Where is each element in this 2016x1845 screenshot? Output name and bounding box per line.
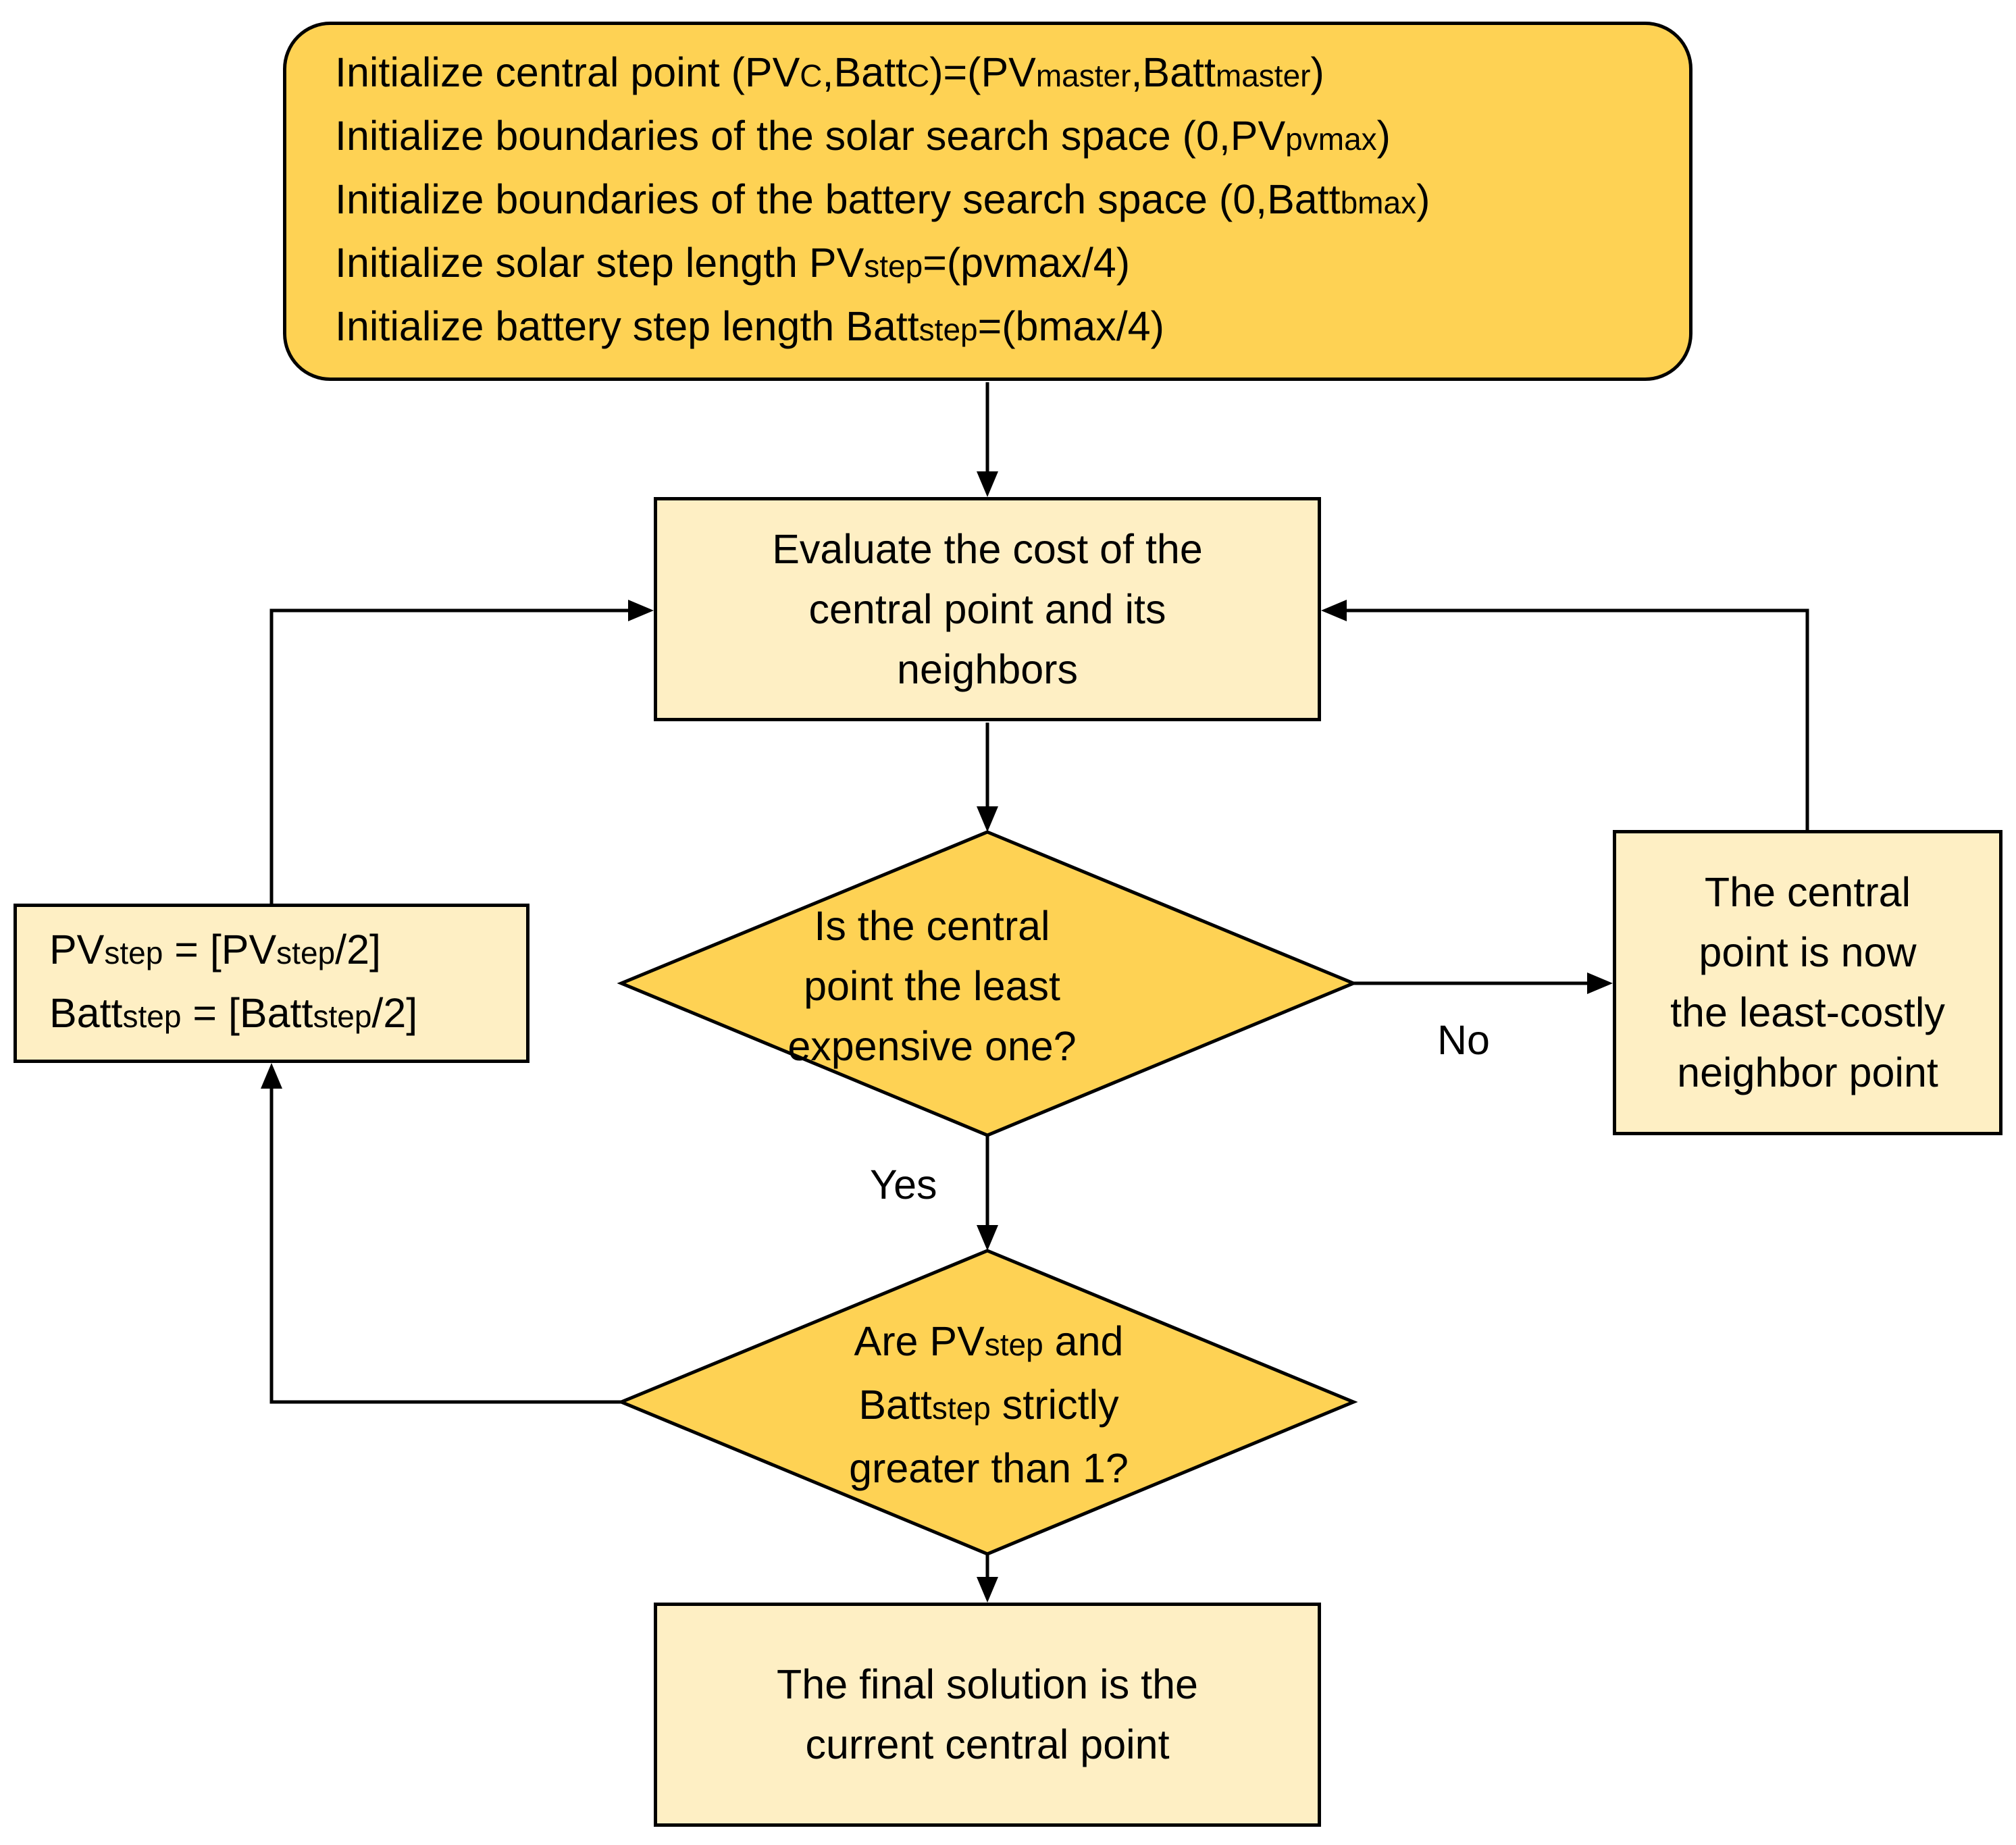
subscript-text: step — [313, 999, 372, 1034]
text-run: the least-costly — [1670, 989, 1945, 1035]
text-run: /2] — [335, 927, 381, 972]
evaluate-cost-box: Evaluate the cost of the central point an… — [654, 497, 1321, 721]
text-line: expensive one? — [787, 1016, 1076, 1076]
text-run: = [PV — [163, 927, 277, 972]
text-run: PV — [49, 927, 105, 972]
subscript-text: C — [906, 58, 930, 93]
arrow-update-to-evaluate — [1345, 608, 1809, 830]
text-line: neighbors — [897, 640, 1078, 700]
edge-label-yes: Yes — [870, 1162, 937, 1207]
decision-least-expensive-label: Is the central point the least expensive o… — [743, 871, 1216, 1101]
text-run: and — [1043, 1318, 1124, 1364]
text-run: greater than 1? — [849, 1445, 1129, 1491]
text-line: Initialize battery step length Battstep=… — [335, 296, 1164, 360]
text-run: current central point — [805, 1721, 1170, 1767]
text-run: ) — [1310, 49, 1324, 95]
subscript-text: step — [919, 312, 978, 347]
text-line: Initialize boundaries of the battery sea… — [335, 170, 1430, 233]
text-line: current central point — [805, 1715, 1169, 1775]
text-run: Initialize boundaries of the solar searc… — [335, 113, 1286, 159]
initialization-box: Initialize central point (PVC,BattC)=(PV… — [283, 22, 1692, 381]
subscript-text: pvmax — [1285, 122, 1377, 157]
subscript-text: step — [984, 1326, 1043, 1362]
arrowhead-right-update — [1587, 972, 1613, 994]
subscript-text: step — [104, 935, 163, 970]
text-run: neighbor point — [1677, 1049, 1938, 1095]
edge-label-no: No — [1437, 1017, 1490, 1063]
text-line: The central — [1705, 862, 1911, 922]
text-run: Initialize central point (PV — [335, 49, 800, 95]
subscript-text: C — [800, 58, 823, 93]
arrowhead-up-halve — [261, 1063, 282, 1089]
text-run: expensive one? — [787, 1022, 1077, 1069]
arrowhead-down-decision — [977, 806, 998, 832]
text-run: Is the central — [814, 902, 1050, 949]
arrow-halve-to-evaluate — [269, 608, 629, 904]
text-line: Evaluate the cost of the — [772, 519, 1203, 579]
text-run: Batt — [49, 990, 123, 1036]
subscript-text: step — [122, 999, 182, 1034]
text-run: Evaluate the cost of the — [772, 525, 1203, 572]
text-run: ) — [1376, 113, 1391, 159]
text-line: point is now — [1699, 922, 1916, 983]
subscript-text: bmax — [1340, 185, 1417, 220]
text-line: Battstep = [Battstep/2] — [49, 983, 417, 1047]
text-line: Initialize central point (PVC,BattC)=(PV… — [335, 43, 1324, 106]
arrowhead-right-evaluate-left — [628, 600, 654, 621]
text-run: =(bmax/4) — [977, 303, 1164, 349]
arrowhead-down-final — [977, 1577, 998, 1603]
text-run: The final solution is the — [777, 1661, 1198, 1707]
text-line: greater than 1? — [849, 1438, 1129, 1499]
text-line: PVstep = [PVstep/2] — [49, 920, 381, 983]
update-central-point-box: The central point is now the least-costly n… — [1613, 830, 2002, 1135]
text-run: neighbors — [897, 646, 1078, 692]
arrow-step-to-halve — [269, 1087, 621, 1404]
text-run: ) — [1416, 176, 1430, 222]
subscript-text: master — [1035, 58, 1131, 93]
text-run: Initialize boundaries of the battery sea… — [335, 176, 1341, 222]
text-run: Are PV — [854, 1318, 985, 1364]
text-line: neighbor point — [1677, 1043, 1938, 1103]
text-run: ,Batt — [1131, 49, 1216, 95]
halve-step-lengths-box: PVstep = [PVstep/2]Battstep = [Battstep/… — [14, 904, 529, 1063]
text-run: Initialize battery step length Batt — [335, 303, 919, 349]
text-run: )=(PV — [929, 49, 1036, 95]
text-run: central point and its — [808, 586, 1166, 632]
subscript-text: step — [864, 249, 923, 284]
arrowhead-down-evaluate — [977, 471, 998, 497]
text-line: Initialize boundaries of the solar searc… — [335, 106, 1391, 170]
arrowhead-down-step-decision — [977, 1225, 998, 1251]
text-run: Initialize solar step length PV — [335, 240, 864, 286]
text-line: central point and its — [809, 579, 1166, 640]
text-run: /2] — [371, 990, 418, 1036]
text-run: The central — [1704, 869, 1911, 915]
text-line: Are PVstep and — [854, 1311, 1124, 1375]
text-line: Initialize solar step length PVstep=(pvm… — [335, 233, 1130, 296]
arrowhead-left-evaluate-right — [1321, 600, 1347, 621]
subscript-text: step — [276, 935, 336, 970]
text-line: point the least — [804, 956, 1060, 1016]
text-run: point is now — [1699, 929, 1917, 975]
text-run: Batt — [858, 1381, 932, 1428]
text-line: the least-costly — [1670, 983, 1945, 1043]
text-line: The final solution is the — [777, 1655, 1198, 1715]
subscript-text: master — [1215, 58, 1311, 93]
text-line: Battstep strictly — [858, 1375, 1118, 1438]
final-solution-box: The final solution is the current central… — [654, 1603, 1321, 1827]
text-line: Is the central — [814, 896, 1050, 956]
text-run: =(pvmax/4) — [923, 240, 1131, 286]
text-run: ,Batt — [822, 49, 907, 95]
subscript-text: step — [931, 1390, 991, 1426]
text-run: strictly — [990, 1381, 1119, 1428]
text-run: = [Batt — [181, 990, 313, 1036]
text-run: point the least — [804, 962, 1060, 1009]
